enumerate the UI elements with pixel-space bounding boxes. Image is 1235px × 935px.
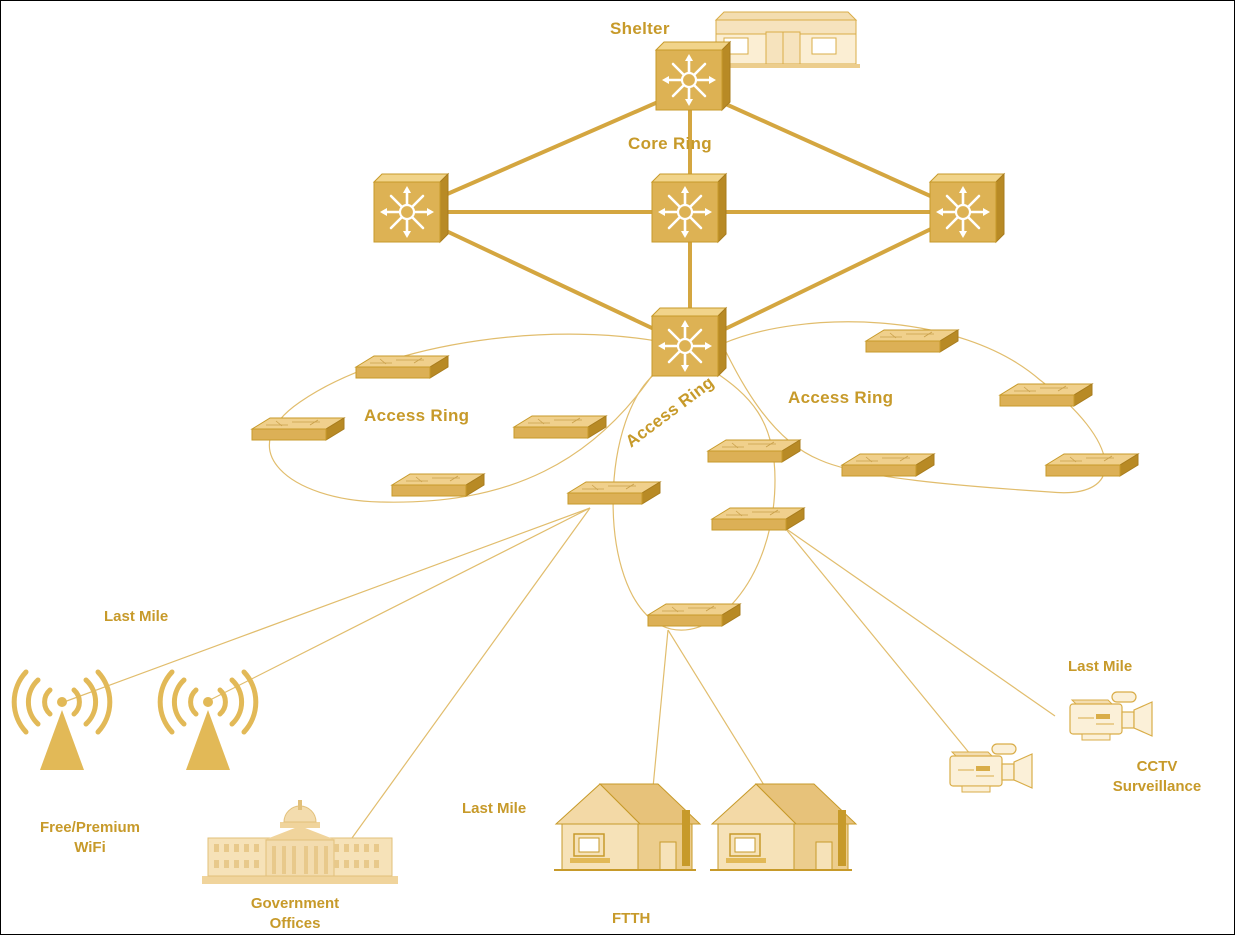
core-link [688, 86, 968, 214]
core-ring-label: Core Ring [628, 134, 712, 153]
shelter-label: Shelter [610, 19, 670, 38]
core-link [688, 210, 968, 348]
core-switch-icon [654, 40, 732, 112]
government-building-icon [202, 800, 398, 884]
core-switch-icon [650, 172, 728, 244]
access-switch-icon [391, 473, 485, 497]
access-switch-icon [251, 417, 345, 441]
access-switch-icon [513, 415, 607, 439]
access-ring-left-loop [268, 333, 673, 503]
access-ring-right-label: Access Ring [788, 388, 894, 407]
government-caption: Government Offices [228, 894, 362, 934]
government-caption-line1: Government [250, 895, 340, 912]
access-switch-icon [1045, 453, 1139, 477]
house-icon [709, 783, 857, 871]
access-switch-icon [999, 383, 1093, 407]
wifi-caption: Free/Premium WiFi [22, 818, 158, 858]
last-mile-label: Last Mile [462, 800, 527, 817]
cctv-caption: CCTV Surveillance [1090, 757, 1224, 797]
access-switch-icon [647, 603, 741, 627]
last-mile-label: Last Mile [104, 608, 169, 625]
cctv-caption-line2: Surveillance [1112, 778, 1202, 795]
wifi-caption-line1: Free/Premium [39, 819, 141, 836]
access-switch-icon [567, 481, 661, 505]
access-ring-left-label: Access Ring [364, 406, 470, 425]
last-mile-label: Last Mile [1068, 658, 1133, 675]
core-link [404, 210, 692, 348]
wifi-tower-icon [160, 672, 256, 770]
cctv-camera-icon [1069, 691, 1153, 741]
access-switch-icon [355, 355, 449, 379]
shelter-building-icon [712, 11, 860, 68]
core-link [404, 86, 692, 214]
cctv-caption-line1: CCTV [1136, 758, 1178, 775]
wifi-tower-icon [14, 672, 110, 770]
cctv-camera-icon [949, 743, 1033, 793]
access-switch-icon [711, 507, 805, 531]
ftth-label: FTTH [612, 910, 651, 927]
core-switch-icon [928, 172, 1006, 244]
access-switch-icon [865, 329, 959, 353]
core-switch-icon [650, 306, 728, 378]
access-switch-icon [841, 453, 935, 477]
access-switch-icon [707, 439, 801, 463]
house-icon [553, 783, 701, 871]
government-caption-line2: Offices [269, 915, 321, 932]
last-mile-links [63, 507, 1056, 841]
wifi-caption-line2: WiFi [74, 839, 106, 856]
core-switch-icon [372, 172, 450, 244]
